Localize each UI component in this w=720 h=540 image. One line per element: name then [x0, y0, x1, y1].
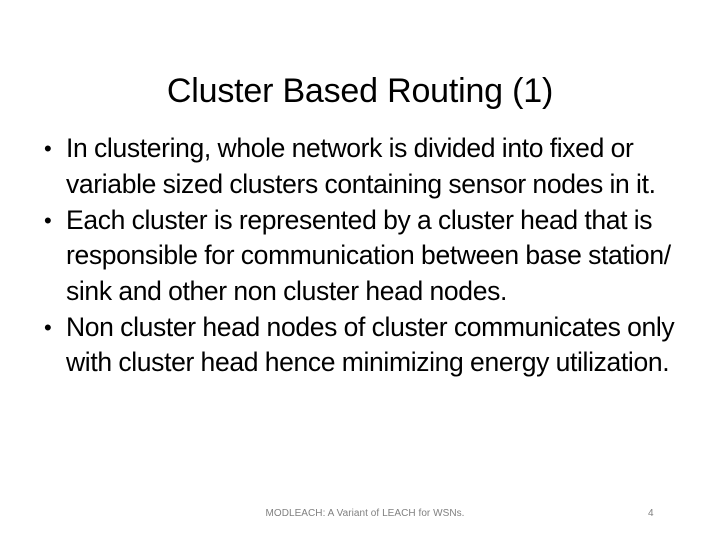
footer-title-text: MODLEACH: A Variant of LEACH for WSNs. [265, 508, 465, 519]
list-item-text: Non cluster head nodes of cluster commun… [66, 311, 675, 378]
list-item: • In clustering, whole network is divide… [40, 131, 688, 202]
bullet-dot-icon: • [44, 314, 52, 340]
list-item: • Each cluster is represented by a clust… [40, 203, 688, 310]
list-item-text: In clustering, whole network is divided … [66, 133, 656, 199]
page-title: Cluster Based Routing (1) [166, 71, 554, 110]
bullet-list: • In clustering, whole network is divide… [40, 131, 688, 381]
list-item-text: Each cluster is represented by a cluster… [66, 204, 671, 306]
slide-footer: MODLEACH: A Variant of LEACH for WSNs. 4 [0, 506, 720, 526]
list-item: • Non cluster head nodes of cluster comm… [40, 310, 688, 381]
bullet-dot-icon: • [44, 136, 52, 161]
bullet-dot-icon: • [44, 207, 52, 233]
slide-body-content: • In clustering, whole network is divide… [40, 131, 688, 381]
slide-page-number: 4 [648, 508, 654, 519]
